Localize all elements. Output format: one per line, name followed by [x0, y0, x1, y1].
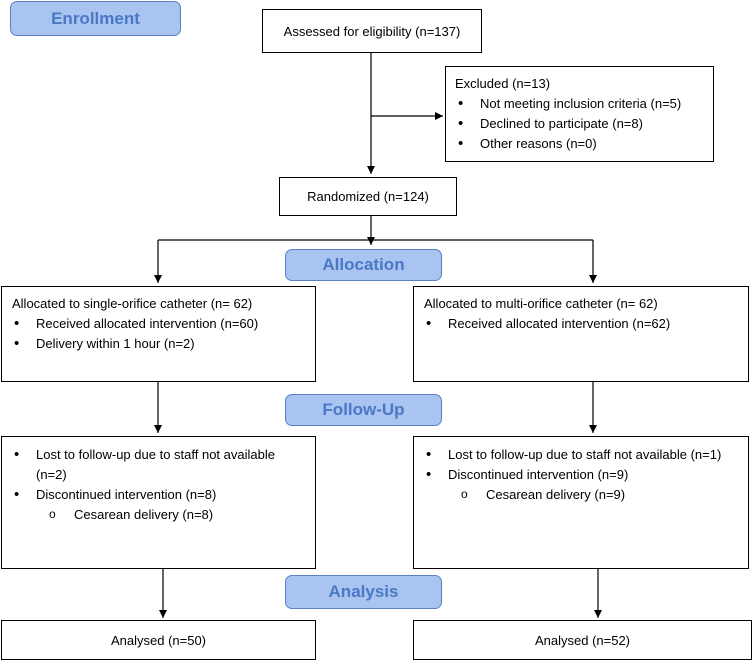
- excluded-title: Excluded (n=13): [455, 76, 551, 91]
- left-followup-sub: Cesarean delivery (n=8): [2, 504, 315, 525]
- left-allocation-box: Allocated to single-orifice catheter (n=…: [1, 286, 316, 382]
- right-allocation-box: Allocated to multi-orifice catheter (n= …: [413, 286, 749, 382]
- left-followup-lost: Lost to follow-up due to staff not avail…: [2, 445, 315, 485]
- randomized-text: Randomized (n=124): [307, 189, 429, 204]
- left-allocation-title: Allocated to single-orifice catheter (n=…: [12, 296, 253, 311]
- left-allocation-item: Received allocated intervention (n=60): [2, 314, 315, 334]
- left-allocation-list: Received allocated intervention (n=60) D…: [2, 314, 315, 354]
- left-followup-discontinued: Discontinued intervention (n=8): [2, 485, 315, 505]
- right-followup-discontinued: Discontinued intervention (n=9): [414, 465, 748, 485]
- phase-enrollment: Enrollment: [10, 1, 181, 36]
- left-allocation-item: Delivery within 1 hour (n=2): [2, 334, 315, 354]
- right-analysed-box: Analysed (n=52): [413, 620, 752, 660]
- phase-analysis: Analysis: [285, 575, 442, 609]
- right-allocation-title: Allocated to multi-orifice catheter (n= …: [424, 296, 658, 311]
- randomized-box: Randomized (n=124): [279, 177, 457, 216]
- right-allocation-item: Received allocated intervention (n=62): [414, 314, 748, 334]
- left-analysed-box: Analysed (n=50): [1, 620, 316, 660]
- assessed-box: Assessed for eligibility (n=137): [262, 9, 482, 53]
- left-analysed-text: Analysed (n=50): [110, 632, 207, 648]
- left-followup-list: Lost to follow-up due to staff not avail…: [2, 445, 315, 525]
- right-followup-sub: Cesarean delivery (n=9): [414, 484, 748, 505]
- right-allocation-list: Received allocated intervention (n=62): [414, 314, 748, 334]
- right-followup-box: Lost to follow-up due to staff not avail…: [413, 436, 749, 569]
- right-analysed-text: Analysed (n=52): [534, 632, 631, 648]
- left-followup-box: Lost to follow-up due to staff not avail…: [1, 436, 316, 569]
- assessed-text: Assessed for eligibility (n=137): [283, 23, 461, 39]
- phase-allocation: Allocation: [285, 249, 442, 281]
- excluded-list: Not meeting inclusion criteria (n=5) Dec…: [446, 94, 713, 154]
- right-followup-list: Lost to follow-up due to staff not avail…: [414, 445, 748, 505]
- phase-follow-up: Follow-Up: [285, 394, 442, 426]
- excluded-reason: Other reasons (n=0): [446, 134, 713, 154]
- excluded-reason: Declined to participate (n=8): [446, 114, 713, 134]
- excluded-reason: Not meeting inclusion criteria (n=5): [446, 94, 713, 114]
- excluded-box: Excluded (n=13) Not meeting inclusion cr…: [445, 66, 714, 162]
- right-followup-lost: Lost to follow-up due to staff not avail…: [414, 445, 748, 465]
